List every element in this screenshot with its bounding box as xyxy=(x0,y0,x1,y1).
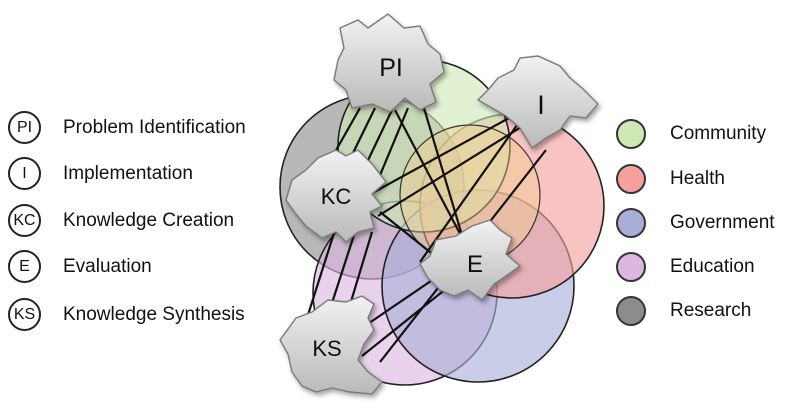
sector-legend-item-research: Research xyxy=(616,296,751,326)
stage-blob-label-i: I xyxy=(537,90,545,120)
sector-label: Government xyxy=(670,212,775,234)
stage-blob-pi: PI xyxy=(334,14,444,112)
community-swatch xyxy=(616,119,646,149)
sector-legend-item-government: Government xyxy=(616,208,775,238)
sector-legend-item-community: Community xyxy=(616,119,766,149)
sector-label: Community xyxy=(670,123,766,145)
sector-legend-item-health: Health xyxy=(616,164,725,194)
stage-blob-label-pi: PI xyxy=(379,54,403,82)
stage-blob-label-kc: KC xyxy=(321,184,352,209)
stage-blob-label-ks: KS xyxy=(312,336,341,361)
sector-label: Research xyxy=(670,300,751,322)
research-swatch xyxy=(616,296,646,326)
education-swatch xyxy=(616,252,646,282)
government-swatch xyxy=(616,208,646,238)
sector-label: Health xyxy=(670,168,725,190)
stage-blob-label-e: E xyxy=(467,251,483,278)
sector-legend-item-education: Education xyxy=(616,252,755,282)
health-swatch xyxy=(616,164,646,194)
sector-label: Education xyxy=(670,256,755,278)
